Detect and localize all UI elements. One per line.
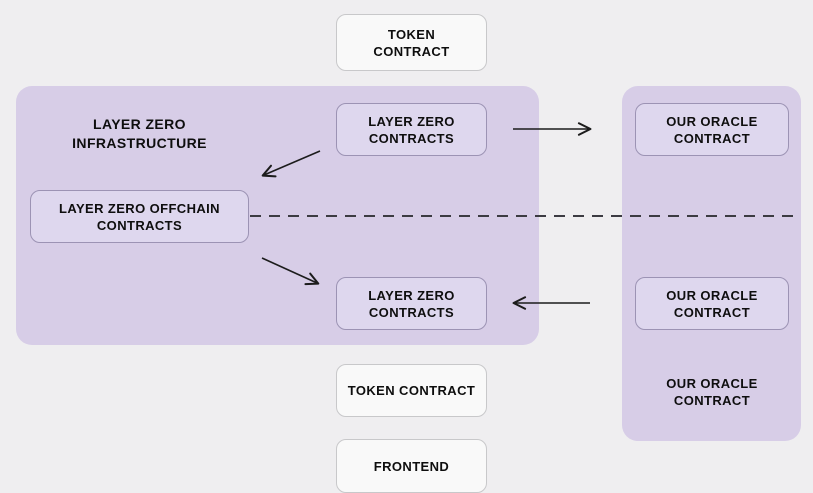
node-our-oracle-contract-top: OUR ORACLE CONTRACT: [635, 103, 789, 156]
node-label-line: LAYER ZERO: [368, 113, 455, 129]
panel-title-line: LAYER ZERO: [93, 116, 186, 132]
panel-title-layer-zero-infrastructure: LAYER ZERO INFRASTRUCTURE: [30, 112, 249, 156]
node-label-line: CONTRACT: [373, 43, 450, 59]
node-our-oracle-contract-middle: OUR ORACLE CONTRACT: [635, 277, 789, 330]
node-label-line: OUR ORACLE: [666, 287, 758, 303]
node-label-line: CONTRACTS: [368, 304, 455, 320]
node-label-line: TOKEN: [387, 26, 436, 42]
node-layer-zero-contracts-top: LAYER ZERO CONTRACTS: [336, 103, 487, 156]
node-label-line: CONTRACT: [673, 393, 751, 408]
node-layer-zero-offchain-contracts: LAYER ZERO OFFCHAIN CONTRACTS: [30, 190, 249, 243]
node-label-line: OUR ORACLE: [666, 113, 758, 129]
node-token-contract-top: TOKEN CONTRACT: [336, 14, 487, 71]
node-label-line: FRONTEND: [373, 458, 450, 474]
node-label-line: TOKEN CONTRACT: [347, 383, 476, 398]
node-frontend: FRONTEND: [336, 439, 487, 493]
node-layer-zero-contracts-bottom: LAYER ZERO CONTRACTS: [336, 277, 487, 330]
node-token-contract-bottom: TOKEN CONTRACT: [336, 364, 487, 417]
node-label-line: OUR ORACLE: [666, 376, 758, 391]
node-label-line: LAYER ZERO: [368, 287, 455, 303]
node-label-line: CONTRACT: [673, 304, 751, 320]
panel-title-line: INFRASTRUCTURE: [72, 135, 207, 151]
label-our-oracle-contract-bottom: OUR ORACLE CONTRACT: [635, 370, 789, 414]
node-label-line: LAYER ZERO OFFCHAIN: [59, 200, 220, 216]
node-label-line: CONTRACTS: [368, 130, 455, 146]
node-label-line: CONTRACT: [673, 130, 751, 146]
node-label-line: CONTRACTS: [96, 217, 183, 233]
